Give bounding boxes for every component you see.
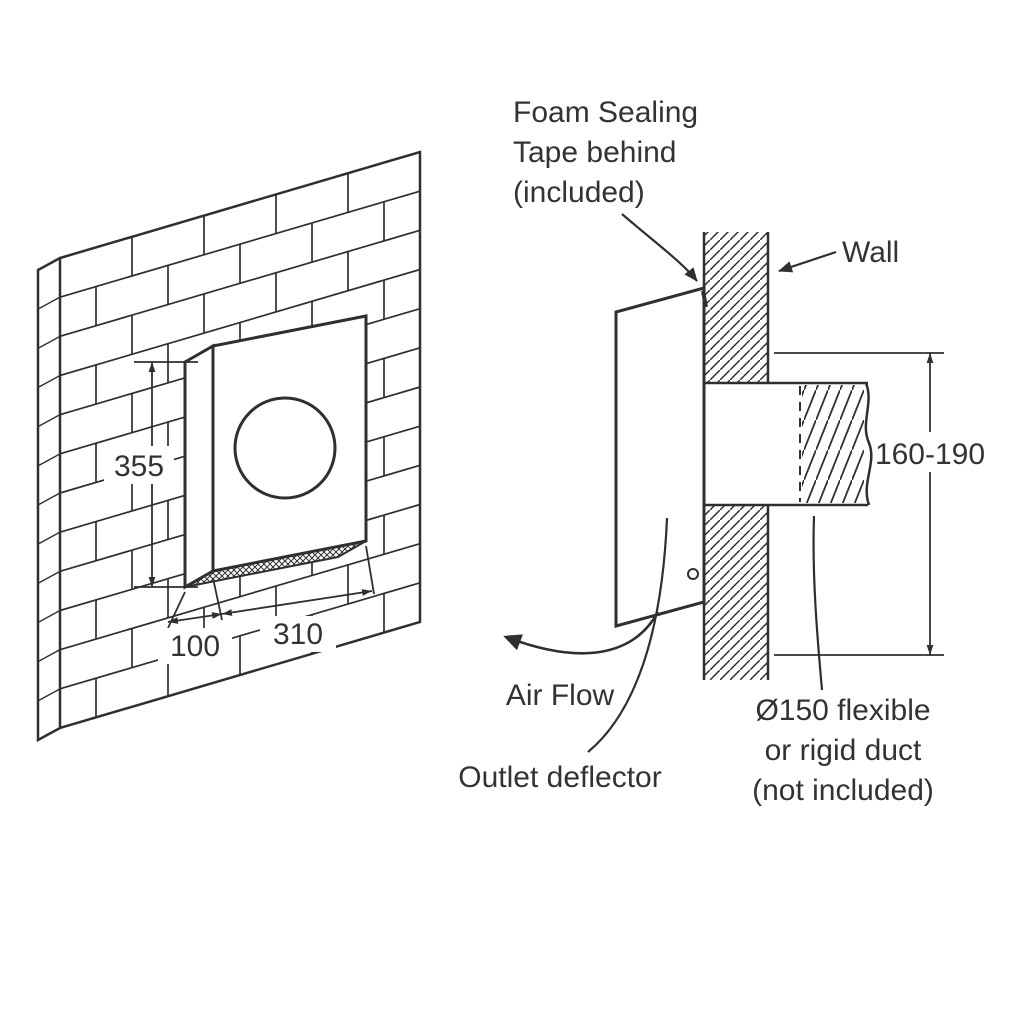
duct-break-edge (864, 382, 873, 506)
brick-line (37, 492, 61, 506)
dim-line-depth (167, 612, 223, 624)
brick-line (37, 688, 61, 702)
label-bg (104, 446, 174, 484)
vent-box-left-face (183, 343, 215, 590)
ext-line (365, 545, 375, 595)
wall-front-face (58, 150, 422, 730)
dimension-100-310 (167, 545, 375, 629)
brick-line (37, 649, 61, 663)
duct-leader (812, 515, 824, 691)
ext-line (167, 591, 186, 629)
brick-line (37, 453, 61, 467)
wall-section-lower (704, 505, 768, 680)
brick-line (37, 570, 61, 584)
front-view: 355 100 310 (36, 150, 422, 743)
dim-range-label: 160-190 (875, 438, 985, 471)
dim-depth-label: 100 (170, 630, 220, 663)
dim-line-width (221, 589, 373, 616)
brick-line (37, 609, 61, 624)
outlet-deflector-label: Outlet deflector (458, 761, 661, 794)
dimension-160-190 (774, 352, 944, 656)
duct-label-line3: (not included) (752, 774, 934, 807)
wall-section-upper (704, 232, 768, 383)
foam-tape (701, 290, 708, 308)
label-bg (260, 616, 336, 652)
outlet-deflector-leader (587, 517, 669, 753)
brick-line (37, 531, 61, 545)
flexible-duct-body (802, 385, 864, 503)
foam-label-line1: Foam Sealing (513, 96, 698, 129)
air-flow-arrow (503, 611, 660, 655)
side-view: 160-190 Foam Sealing Tape behind (includ… (458, 96, 985, 807)
brick-line (37, 296, 61, 310)
wall-label: Wall (842, 236, 899, 269)
dim-height-label: 355 (114, 450, 164, 483)
brick-line (37, 335, 61, 349)
dim-width-label: 310 (273, 618, 323, 651)
duct-label-line1: Ø150 flexible (755, 694, 930, 727)
outlet-deflector-panel (614, 286, 706, 628)
brick-line (37, 414, 61, 428)
foam-label-line2: Tape behind (513, 136, 676, 169)
label-bg (876, 432, 984, 472)
foam-label-line3: (included) (513, 176, 645, 209)
wall-leader (778, 250, 837, 273)
duct-label-line2: or rigid duct (765, 734, 922, 767)
duct-hole-circle (233, 396, 337, 500)
air-flow-label: Air Flow (506, 679, 615, 712)
screw (687, 568, 699, 580)
brick-line (59, 190, 421, 298)
foam-tape-leader (621, 213, 698, 282)
label-bg (158, 628, 232, 664)
brick-line (37, 374, 61, 389)
